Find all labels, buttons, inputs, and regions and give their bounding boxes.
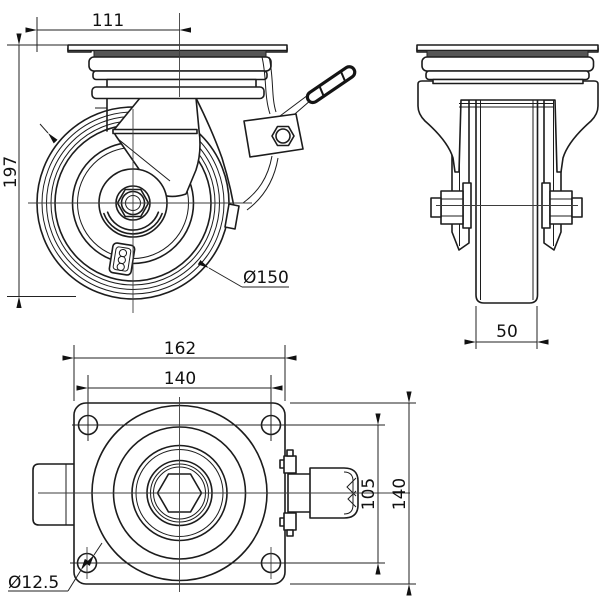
dim-label-d125: Ø12.5 bbox=[8, 573, 59, 593]
mounting-plate-front bbox=[67, 44, 288, 100]
wheel-side bbox=[475, 98, 539, 304]
dim-label-140v: 140 bbox=[390, 478, 410, 510]
swivel-ring-lower bbox=[92, 70, 268, 81]
dim-label-140h: 140 bbox=[164, 369, 196, 389]
grease-fitting bbox=[108, 242, 136, 276]
dim-wheel-width: 50 bbox=[464, 306, 549, 349]
plate-seal-band bbox=[93, 50, 267, 58]
dim-label-197: 197 bbox=[1, 156, 21, 188]
dim-label-105: 105 bbox=[359, 478, 379, 510]
dim-plate-width: 140 bbox=[290, 391, 416, 596]
dim-bolt-pattern-width: 105 bbox=[359, 413, 381, 575]
dim-label-d150: Ø150 bbox=[243, 268, 289, 288]
fork-crown-side bbox=[417, 80, 599, 173]
dim-wheel-diameter: Ø150 bbox=[197, 260, 289, 288]
dim-overall-height: 197 bbox=[1, 33, 76, 308]
dim-label-50: 50 bbox=[496, 322, 518, 342]
tread-pointer-arrow bbox=[39, 123, 58, 144]
swivel-fork-front bbox=[95, 97, 240, 230]
fork-crown bbox=[91, 86, 265, 100]
dim-bolt-pattern-length: 140 bbox=[76, 369, 283, 441]
front-view: 111 197 Ø150 bbox=[1, 11, 357, 313]
swivel-ring-upper bbox=[88, 56, 272, 72]
mounting-plate-side bbox=[416, 44, 599, 173]
brake-shoe bbox=[224, 203, 240, 230]
brake-lever-grip bbox=[305, 65, 357, 105]
plan-centerlines bbox=[38, 397, 410, 592]
dim-plate-length: 162 bbox=[62, 339, 297, 401]
side-view: 50 bbox=[416, 44, 599, 349]
wheel-projection-plan bbox=[32, 463, 76, 526]
brake-lever bbox=[242, 56, 357, 211]
dim-plate-offset: 111 bbox=[25, 11, 191, 52]
front-centerlines bbox=[28, 13, 252, 313]
plan-view: 162 140 105 140 Ø12.5 bbox=[8, 339, 416, 596]
dim-hole-diameter: Ø12.5 bbox=[8, 542, 103, 593]
dim-label-162: 162 bbox=[164, 339, 196, 359]
dim-label-111: 111 bbox=[92, 11, 124, 31]
